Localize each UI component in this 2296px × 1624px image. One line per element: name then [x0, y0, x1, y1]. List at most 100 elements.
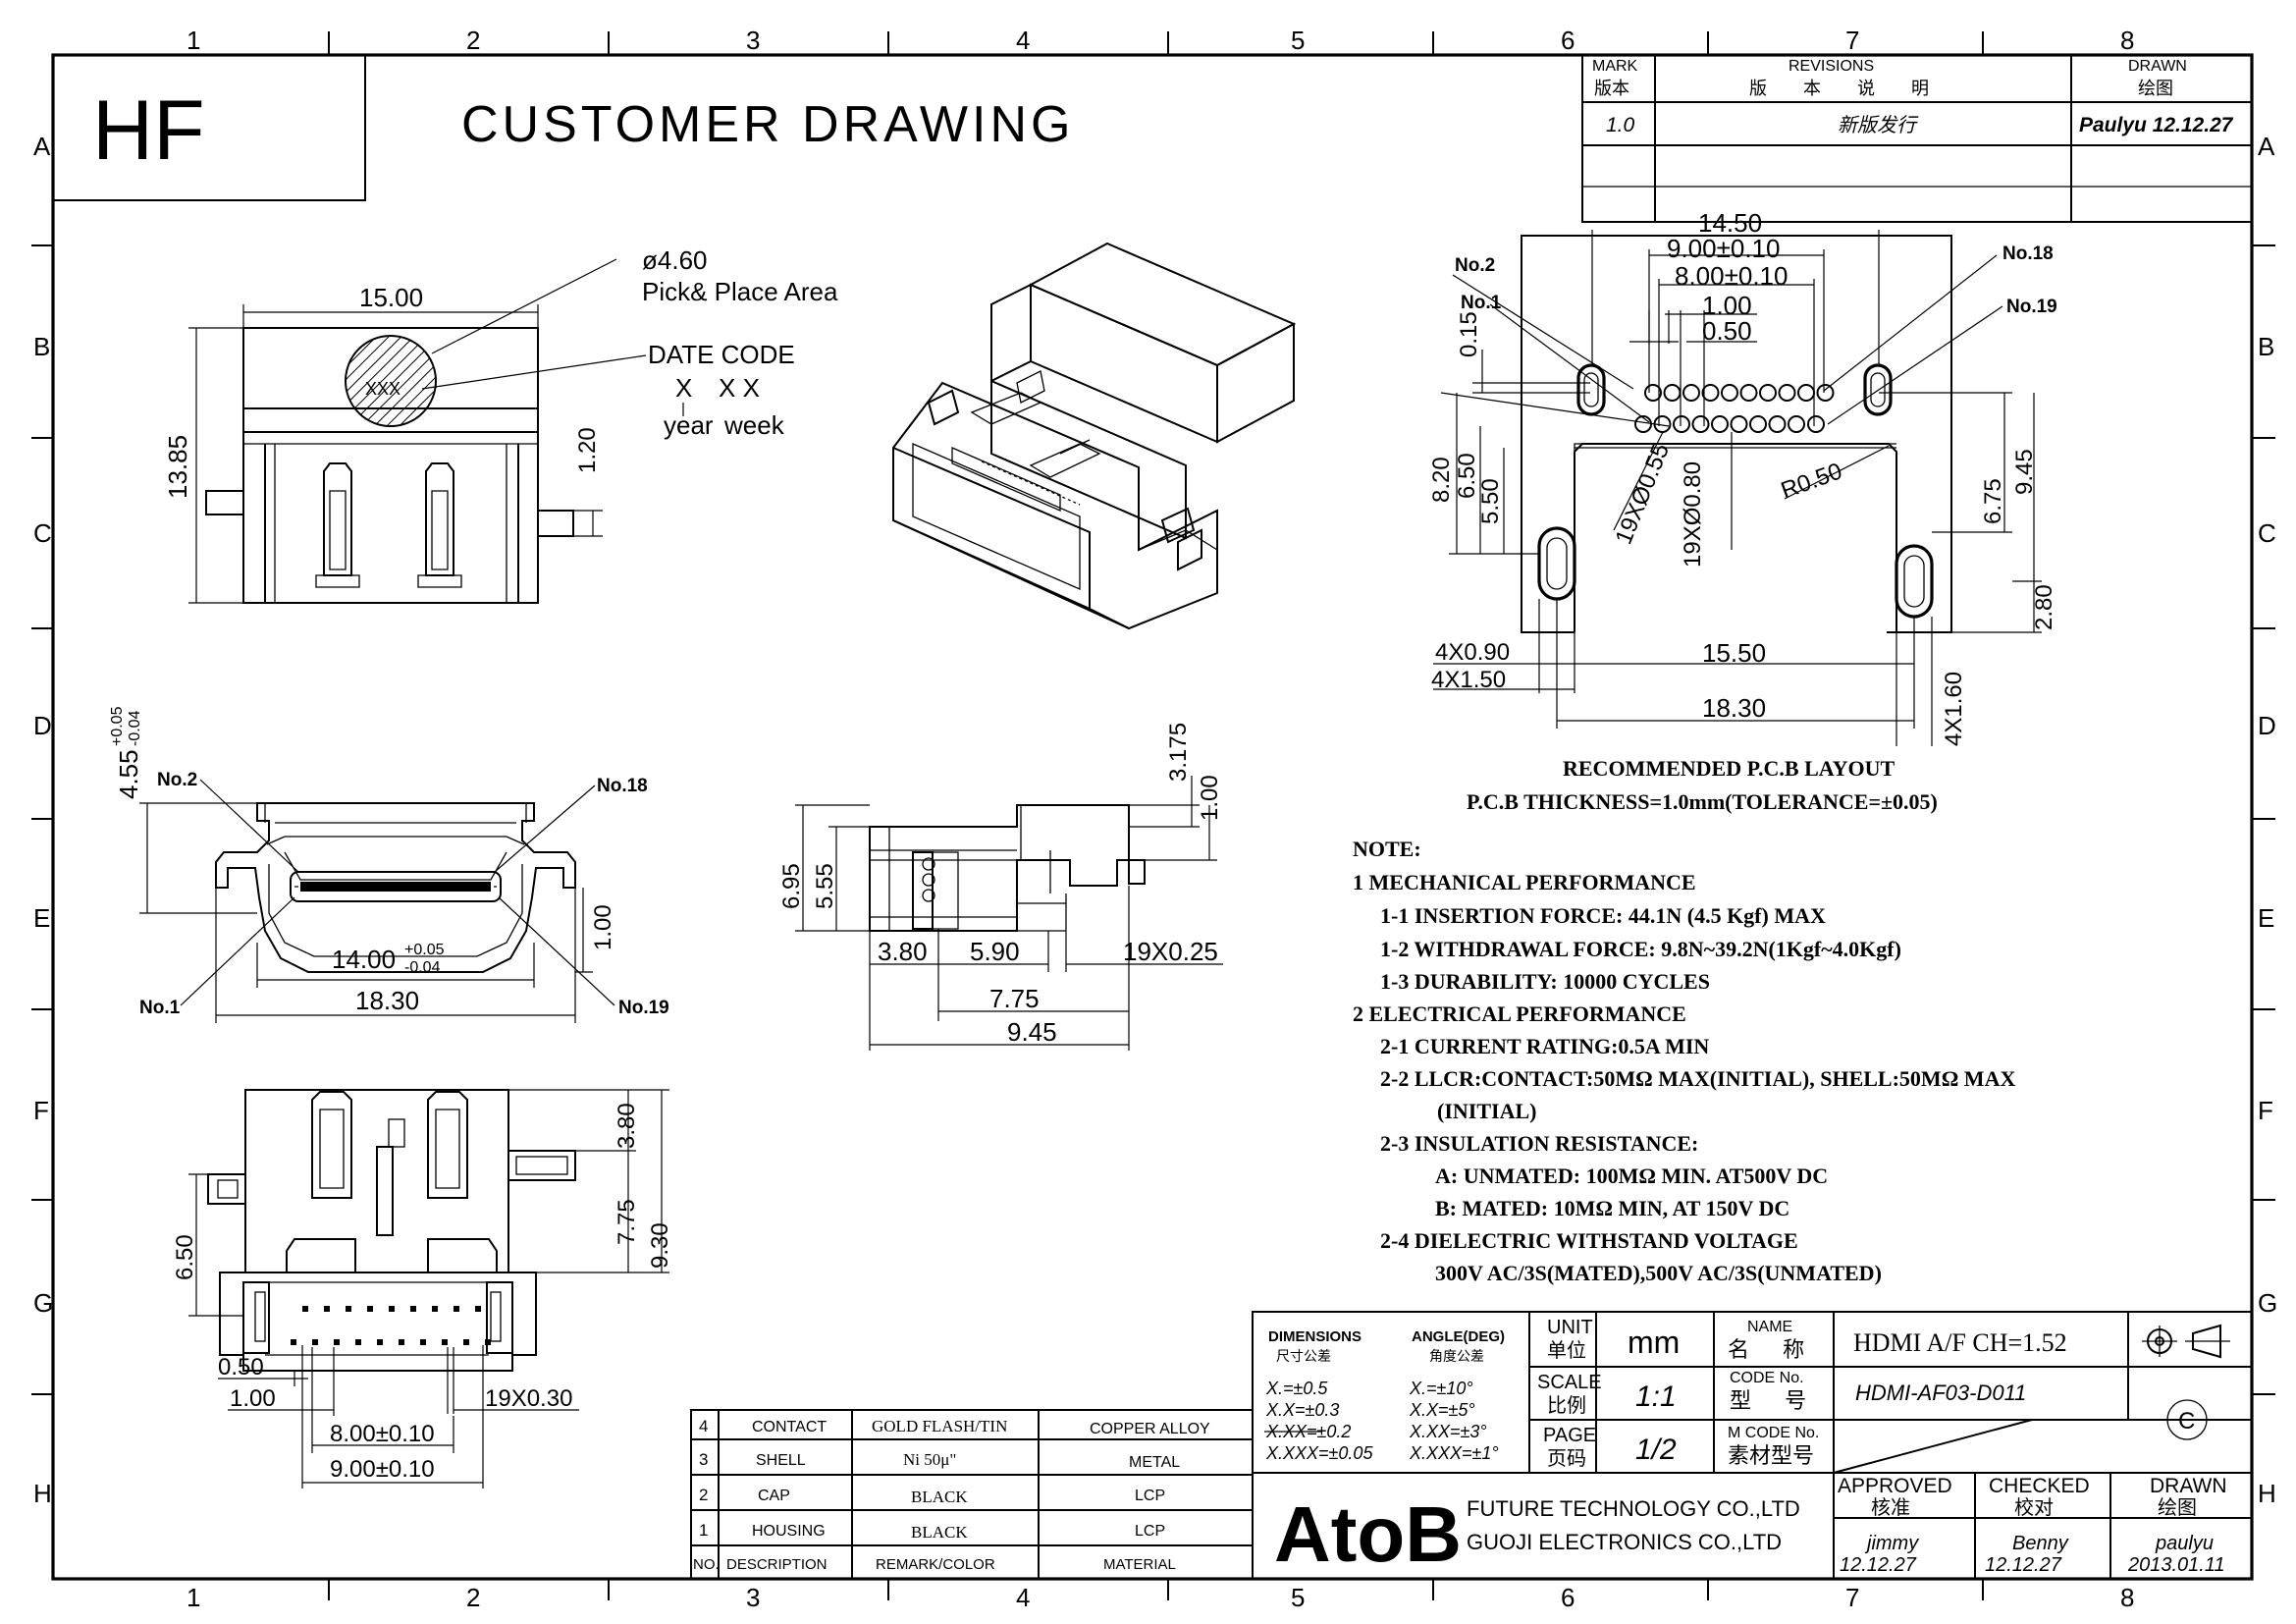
side-view: 3.175 1.00 6.95 5.55 3.80 5.90 19X0.25 7… — [778, 723, 1223, 1051]
isometric-view — [892, 242, 1297, 630]
pcb-d5: 0.50 — [1702, 316, 1752, 346]
note-line: 300V AC/3S(MATED),500V AC/3S(UNMATED) — [1435, 1261, 1882, 1285]
pcb-d19: 18.30 — [1702, 693, 1766, 723]
row-label: E — [2258, 903, 2274, 933]
sheet-border — [31, 31, 2275, 1600]
pcb-d1: 14.50 — [1698, 208, 1762, 238]
note-line: 1-3 DURABILITY: 10000 CYCLES — [1380, 969, 1710, 994]
row-label: E — [33, 903, 50, 933]
rev-drawn: Paulyu 12.12.27 — [2079, 114, 2234, 136]
row-label: A — [2258, 132, 2275, 161]
pcb-layout: 14.50 9.00±0.10 8.00±0.10 1.00 0.50 0.15… — [1428, 208, 2057, 814]
col-label: 4 — [1016, 26, 1030, 55]
top-view-xxx: XXX — [365, 379, 400, 399]
pcb-pad — [1778, 384, 1796, 402]
row-label: D — [2258, 711, 2276, 740]
side-d4: 5.55 — [812, 863, 838, 909]
pcb-pad — [1739, 384, 1758, 402]
bom-table: 4 CONTACT GOLD FLASH/TIN COPPER ALLOY 3 … — [690, 1409, 1254, 1580]
bottom-d4: 6.50 — [172, 1234, 198, 1280]
pcb-d14: 9.45 — [2011, 449, 2038, 495]
front-no1: No.1 — [139, 998, 181, 1018]
date-code-label: DATE CODE — [648, 340, 795, 369]
page-title: CUSTOMER DRAWING — [461, 96, 1074, 153]
row-label: A — [33, 132, 51, 161]
pcb-d20: 4X1.60 — [1941, 672, 1967, 746]
note-line: 2-3 INSULATION RESISTANCE: — [1380, 1131, 1698, 1156]
tb-checked-header: CHECKED — [1989, 1475, 2090, 1497]
pcb-pad — [1759, 384, 1777, 402]
note-line: 1 MECHANICAL PERFORMANCE — [1353, 870, 1696, 894]
dim-front-height-tol-up: +0.05 — [109, 706, 126, 746]
front-no2: No.2 — [157, 770, 197, 790]
col-label: 4 — [1016, 1583, 1030, 1612]
bottom-d9: 9.00±0.10 — [330, 1456, 435, 1483]
pcb-d2: 9.00±0.10 — [1667, 234, 1780, 263]
rev-drawn-header: DRAWN — [2128, 58, 2187, 75]
side-d6: 5.90 — [970, 937, 1020, 966]
front-no18: No.18 — [597, 776, 648, 796]
pcb-d4: 1.00 — [1702, 291, 1752, 320]
tb-code-header: CODE No. — [1730, 1370, 1804, 1386]
note-line: 2-1 CURRENT RATING:0.5A MIN — [1380, 1034, 1709, 1058]
tb-ang: X.XXX=±1° — [1409, 1443, 1499, 1463]
pcb-pad — [1682, 384, 1700, 402]
bom-no: 1 — [699, 1521, 708, 1540]
pcb-pad — [1634, 415, 1652, 433]
grid-labels: 1 2 3 4 5 6 7 8 1 2 3 4 5 6 7 8 A B C D … — [33, 26, 2277, 1612]
bom-desc: HOUSING — [752, 1523, 826, 1540]
side-d5: 3.80 — [878, 937, 928, 966]
tb-angle-header: ANGLE(DEG) — [1412, 1328, 1505, 1345]
tb-angle-header-cn: 角度公差 — [1429, 1348, 1484, 1364]
tb-page: 1/2 — [1635, 1434, 1677, 1466]
pcb-caption: RECOMMENDED P.C.B LAYOUT — [1563, 756, 1896, 781]
bottom-d7: 19X0.30 — [485, 1385, 572, 1412]
col-label: 7 — [1845, 26, 1859, 55]
bom-head-remark: REMARK/COLOR — [876, 1556, 995, 1573]
pcb-d7: 8.20 — [1428, 457, 1455, 503]
pick-label: Pick& Place Area — [642, 277, 838, 306]
bom-desc: SHELL — [756, 1452, 806, 1469]
rev-mark: 1.0 — [1606, 114, 1635, 136]
note-line: A: UNMATED: 100MΩ MIN. AT500V DC — [1435, 1164, 1828, 1188]
note-line: 2 ELECTRICAL PERFORMANCE — [1353, 1001, 1686, 1026]
bom-no: 2 — [699, 1486, 708, 1504]
tb-scale-header: SCALE — [1537, 1372, 1602, 1393]
date-code-week: week — [723, 410, 785, 440]
col-label: 2 — [466, 26, 480, 55]
company-line1: FUTURE TECHNOLOGY CO.,LTD — [1467, 1496, 1800, 1521]
col-label: 3 — [746, 26, 760, 55]
note-line: 1-2 WITHDRAWAL FORCE: 9.8N~39.2N(1Kgf~4.… — [1380, 937, 1901, 961]
tb-name-header-cn: 名 称 — [1728, 1337, 1818, 1362]
dim-front-width-tol-up: +0.05 — [404, 942, 445, 958]
row-label: B — [2258, 332, 2274, 361]
rev-desc: 新版发行 — [1838, 115, 1919, 136]
bom-desc: CONTACT — [752, 1419, 827, 1435]
tb-name: HDMI A/F CH=1.52 — [1853, 1328, 2067, 1357]
pcb-no1: No.1 — [1461, 293, 1502, 313]
dim-front-height-tol-dn: -0.04 — [127, 710, 143, 746]
row-label: F — [33, 1096, 49, 1125]
bom-material: COPPER ALLOY — [1090, 1421, 1210, 1437]
pcb-d10: 19XØ0.55 — [1611, 440, 1676, 548]
pcb-pad — [1768, 415, 1787, 433]
col-label: 3 — [746, 1583, 760, 1612]
row-label: H — [33, 1479, 52, 1508]
tb-drawn-header: DRAWN — [2150, 1475, 2227, 1497]
pcb-d6: 0.15 — [1456, 311, 1482, 357]
pcb-pad — [1644, 384, 1662, 402]
pcb-d17: 4X1.50 — [1431, 667, 1506, 693]
row-label: F — [2258, 1096, 2273, 1125]
rev-mark-header: MARK — [1592, 58, 1638, 75]
tb-unit-header: UNIT — [1547, 1317, 1593, 1338]
pcb-pad — [1701, 384, 1720, 402]
note-line: 2-2 LLCR:CONTACT:50MΩ MAX(INITIAL), SHEL… — [1380, 1066, 2015, 1091]
tb-name-header: NAME — [1747, 1319, 1792, 1335]
col-label: 6 — [1561, 1583, 1575, 1612]
notes: NOTE: 1 MECHANICAL PERFORMANCE 1-1 INSER… — [1353, 837, 2015, 1285]
bom-head-material: MATERIAL — [1103, 1556, 1176, 1573]
tb-page-header-cn: 页码 — [1547, 1448, 1586, 1470]
tb-tol: X.=±0.5 — [1265, 1379, 1328, 1398]
col-label: 5 — [1291, 26, 1305, 55]
tb-mcode-header-cn: 素材型号 — [1728, 1443, 1814, 1468]
